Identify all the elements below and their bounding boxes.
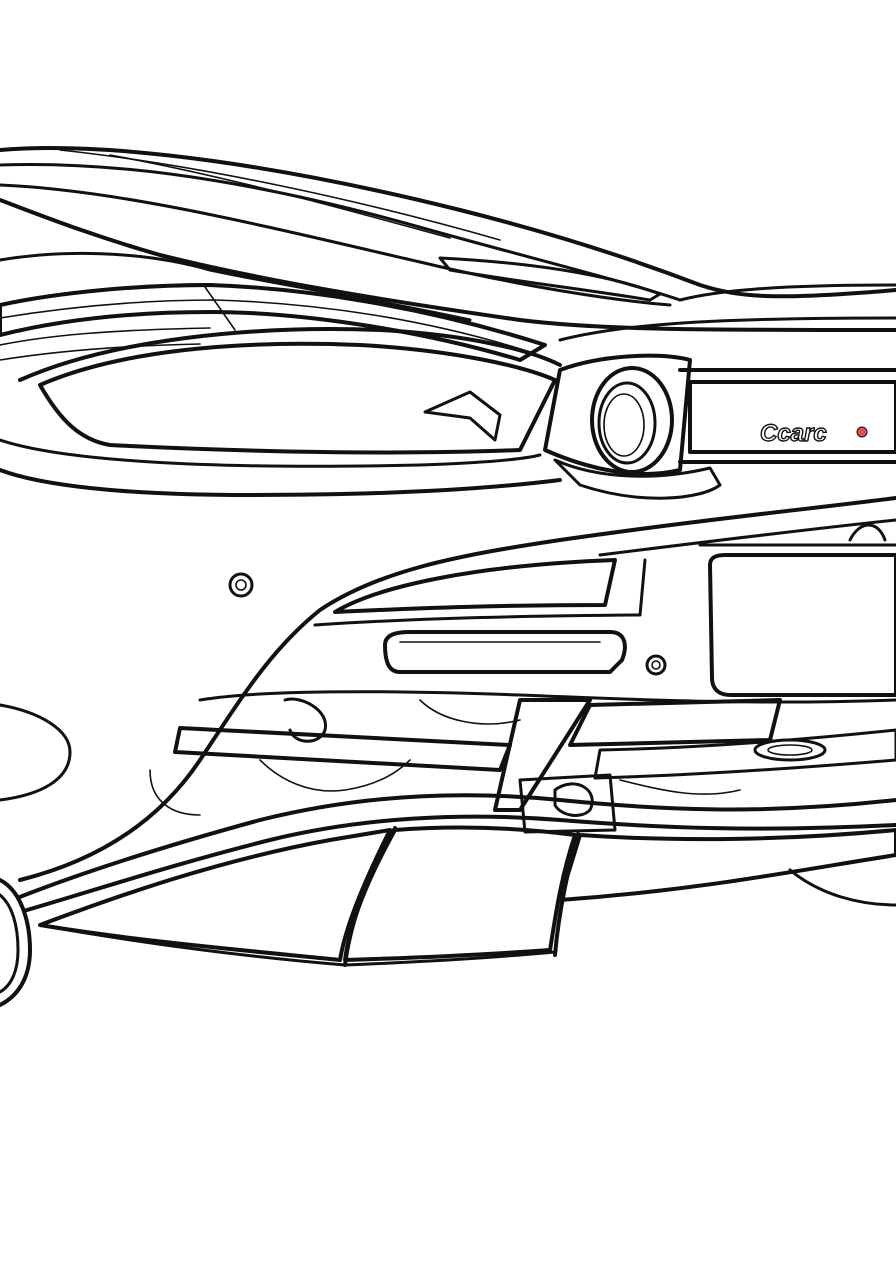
rear-diffuser <box>0 793 896 967</box>
undercarriage <box>149 690 896 834</box>
rear-intake-left <box>0 327 562 468</box>
left-wheel <box>0 878 32 1007</box>
rear-panel-right: Ccarc <box>678 368 896 464</box>
rear-vent-strip <box>438 256 662 302</box>
bumper-mesh-upper <box>313 558 647 627</box>
exhaust-center <box>543 353 722 500</box>
brand-badge: Ccarc <box>760 420 827 447</box>
reflector-bar <box>383 630 627 674</box>
license-plate <box>698 523 896 697</box>
rear-bumper <box>0 468 896 882</box>
roofline <box>0 146 896 307</box>
tail-light <box>0 283 547 362</box>
